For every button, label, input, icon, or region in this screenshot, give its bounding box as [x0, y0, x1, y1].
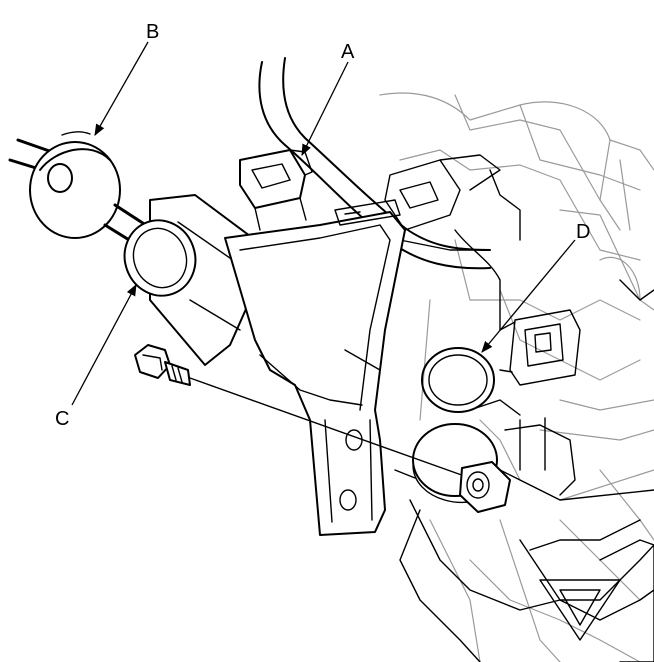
leader-a — [301, 61, 349, 157]
callout-d: D — [576, 221, 590, 243]
mounting-bolt — [134, 344, 471, 479]
callout-c: C — [55, 408, 69, 430]
mounting-bracket — [224, 199, 406, 536]
engine-block-parts — [384, 154, 654, 662]
leader-b — [94, 41, 149, 137]
callout-a: A — [341, 41, 355, 63]
grommet-b — [8, 131, 121, 239]
engine-boss — [394, 423, 511, 513]
callout-leaders — [71, 41, 576, 406]
callout-labels: A B C D — [55, 21, 590, 430]
wiring-harness — [239, 57, 491, 270]
leader-c — [71, 283, 137, 406]
o-ring-d — [421, 347, 495, 413]
callout-b: B — [146, 21, 159, 43]
leader-d — [481, 239, 576, 353]
